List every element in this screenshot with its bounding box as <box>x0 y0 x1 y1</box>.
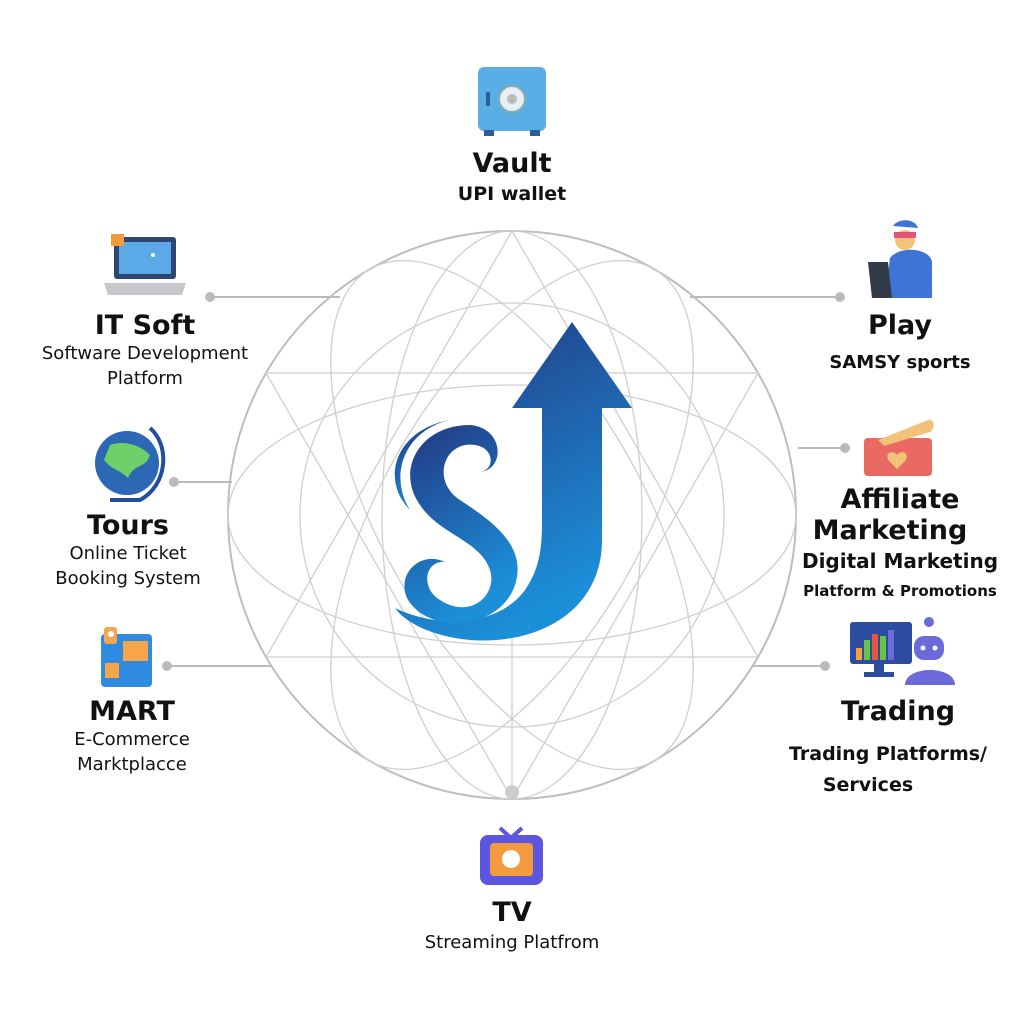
tv-icon <box>480 826 543 885</box>
node-subtitle-line: Online Ticket <box>69 543 187 564</box>
node-subtitle: UPI wallet <box>457 183 567 205</box>
laptop-icon <box>104 234 186 295</box>
node-subtitle-line: Digital Marketing <box>801 549 999 573</box>
node-affiliate[interactable]: Affiliate Marketing Digital Marketing Pl… <box>802 484 998 606</box>
node-subtitle-line: Platform & Promotions <box>803 582 997 600</box>
heart-box-icon <box>864 419 934 476</box>
node-title: Play <box>867 310 933 341</box>
node-subtitle-line: Software Development <box>41 343 249 364</box>
node-subtitle-line: E-Commerce <box>74 729 190 750</box>
node-trading[interactable]: Trading Trading Platforms/ Services <box>789 696 987 801</box>
connectors <box>162 292 850 799</box>
node-subtitle: Streaming Platfrom <box>424 932 600 953</box>
node-subtitle-line: Trading Platforms/ <box>789 743 987 765</box>
node-subtitle: SAMSY sports <box>829 352 971 373</box>
node-subtitle-line: Booking System <box>55 568 201 589</box>
node-title: IT Soft <box>94 310 196 341</box>
node-subtitle-line: Services <box>822 774 914 796</box>
node-title: Trading <box>840 696 956 727</box>
node-subtitle-line: Platform <box>107 368 183 389</box>
node-itsoft[interactable]: IT Soft Software Development Platform <box>42 310 248 391</box>
chart-robot-icon <box>850 617 955 685</box>
node-title: MART <box>89 696 175 727</box>
node-title: TV <box>492 897 532 928</box>
safe-icon <box>478 67 546 136</box>
s-shape <box>404 425 518 623</box>
arrow-j-shape <box>395 322 632 641</box>
node-title: Vault <box>472 148 552 179</box>
globe-icon <box>95 426 166 502</box>
node-subtitle-line: Marktplacce <box>77 754 187 775</box>
node-title: Tours <box>86 510 169 541</box>
node-tours[interactable]: Tours Online Ticket Booking System <box>55 510 200 591</box>
node-tv[interactable]: TV Streaming Platfrom <box>425 897 600 955</box>
node-play[interactable]: Play SAMSY sports <box>829 310 970 378</box>
store-icon <box>101 627 152 687</box>
gamer-icon <box>868 220 932 298</box>
node-vault[interactable]: Vault UPI wallet <box>458 148 566 210</box>
node-title-line: Affiliate <box>840 484 960 515</box>
s-swoosh <box>394 420 450 510</box>
node-title-line: Marketing <box>812 515 968 546</box>
node-mart[interactable]: MART E-Commerce Marktplacce <box>74 696 190 777</box>
center-logo <box>394 322 632 641</box>
